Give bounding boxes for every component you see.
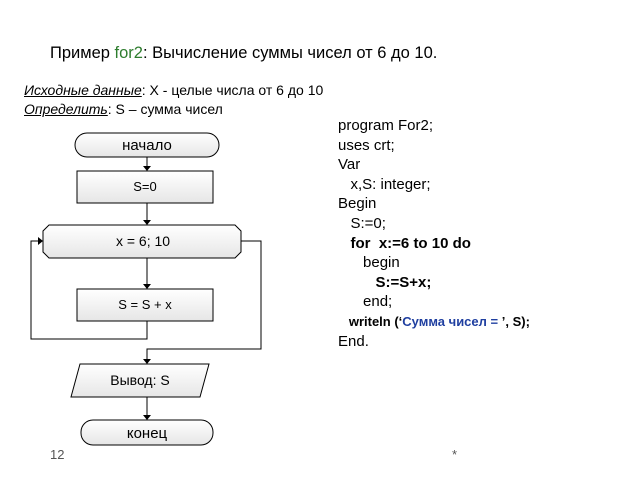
- code-line: program For2;: [338, 117, 434, 134]
- loop-block: [42, 224, 242, 259]
- output-label: Вывод: S: [110, 372, 169, 388]
- code-line: End.: [338, 332, 369, 350]
- code-line: S:=0;: [338, 214, 386, 232]
- title-prefix: Пример: [50, 44, 115, 62]
- body-block: [76, 288, 214, 322]
- define-text: : S – сумма чисел: [107, 101, 223, 117]
- writeln-end: ’, S);: [501, 313, 530, 329]
- code-line-writeln: writeln (‘Сумма чисел = ’, S);: [338, 312, 530, 332]
- code-line: for x:=6 to 10 do: [338, 234, 471, 252]
- title-program-name: for2: [114, 44, 143, 62]
- code-line: uses crt;: [338, 136, 395, 154]
- writeln-string: Сумма чисел =: [402, 313, 502, 329]
- title-rest: : Вычисление суммы чисел от 6 до 10.: [142, 44, 438, 62]
- code-line: begin: [338, 254, 400, 272]
- footer-star: *: [452, 447, 458, 462]
- start-label: начало: [122, 137, 172, 154]
- code-line: Var: [338, 156, 361, 174]
- loop-label: x = 6; 10: [116, 233, 170, 249]
- code-line: S:=S+x;: [338, 273, 432, 291]
- given-label: Исходные данные: [24, 82, 142, 98]
- code-line: Begin: [338, 195, 377, 213]
- init-block: [76, 170, 214, 204]
- writeln-start: writeln (‘: [338, 313, 403, 329]
- init-label: S=0: [133, 179, 157, 194]
- define-task: Определить: S – сумма чисел: [24, 101, 223, 117]
- given-data: Исходные данные: X - целые числа от 6 до…: [24, 82, 323, 98]
- given-text: : X - целые числа от 6 до 10: [141, 82, 324, 98]
- body-label: S = S + x: [118, 297, 172, 312]
- slide-number: 12: [50, 447, 65, 462]
- end-label: конец: [127, 425, 168, 442]
- end-terminator: [80, 419, 214, 446]
- output-block: [70, 363, 210, 398]
- code-line: x,S: integer;: [338, 175, 431, 193]
- pascal-code: program For2; uses crt; Var x,S: integer…: [338, 116, 530, 351]
- code-line: end;: [338, 293, 393, 311]
- slide-title: Пример for2: Вычисление суммы чисел от 6…: [50, 44, 437, 63]
- define-label: Определить: [24, 101, 108, 117]
